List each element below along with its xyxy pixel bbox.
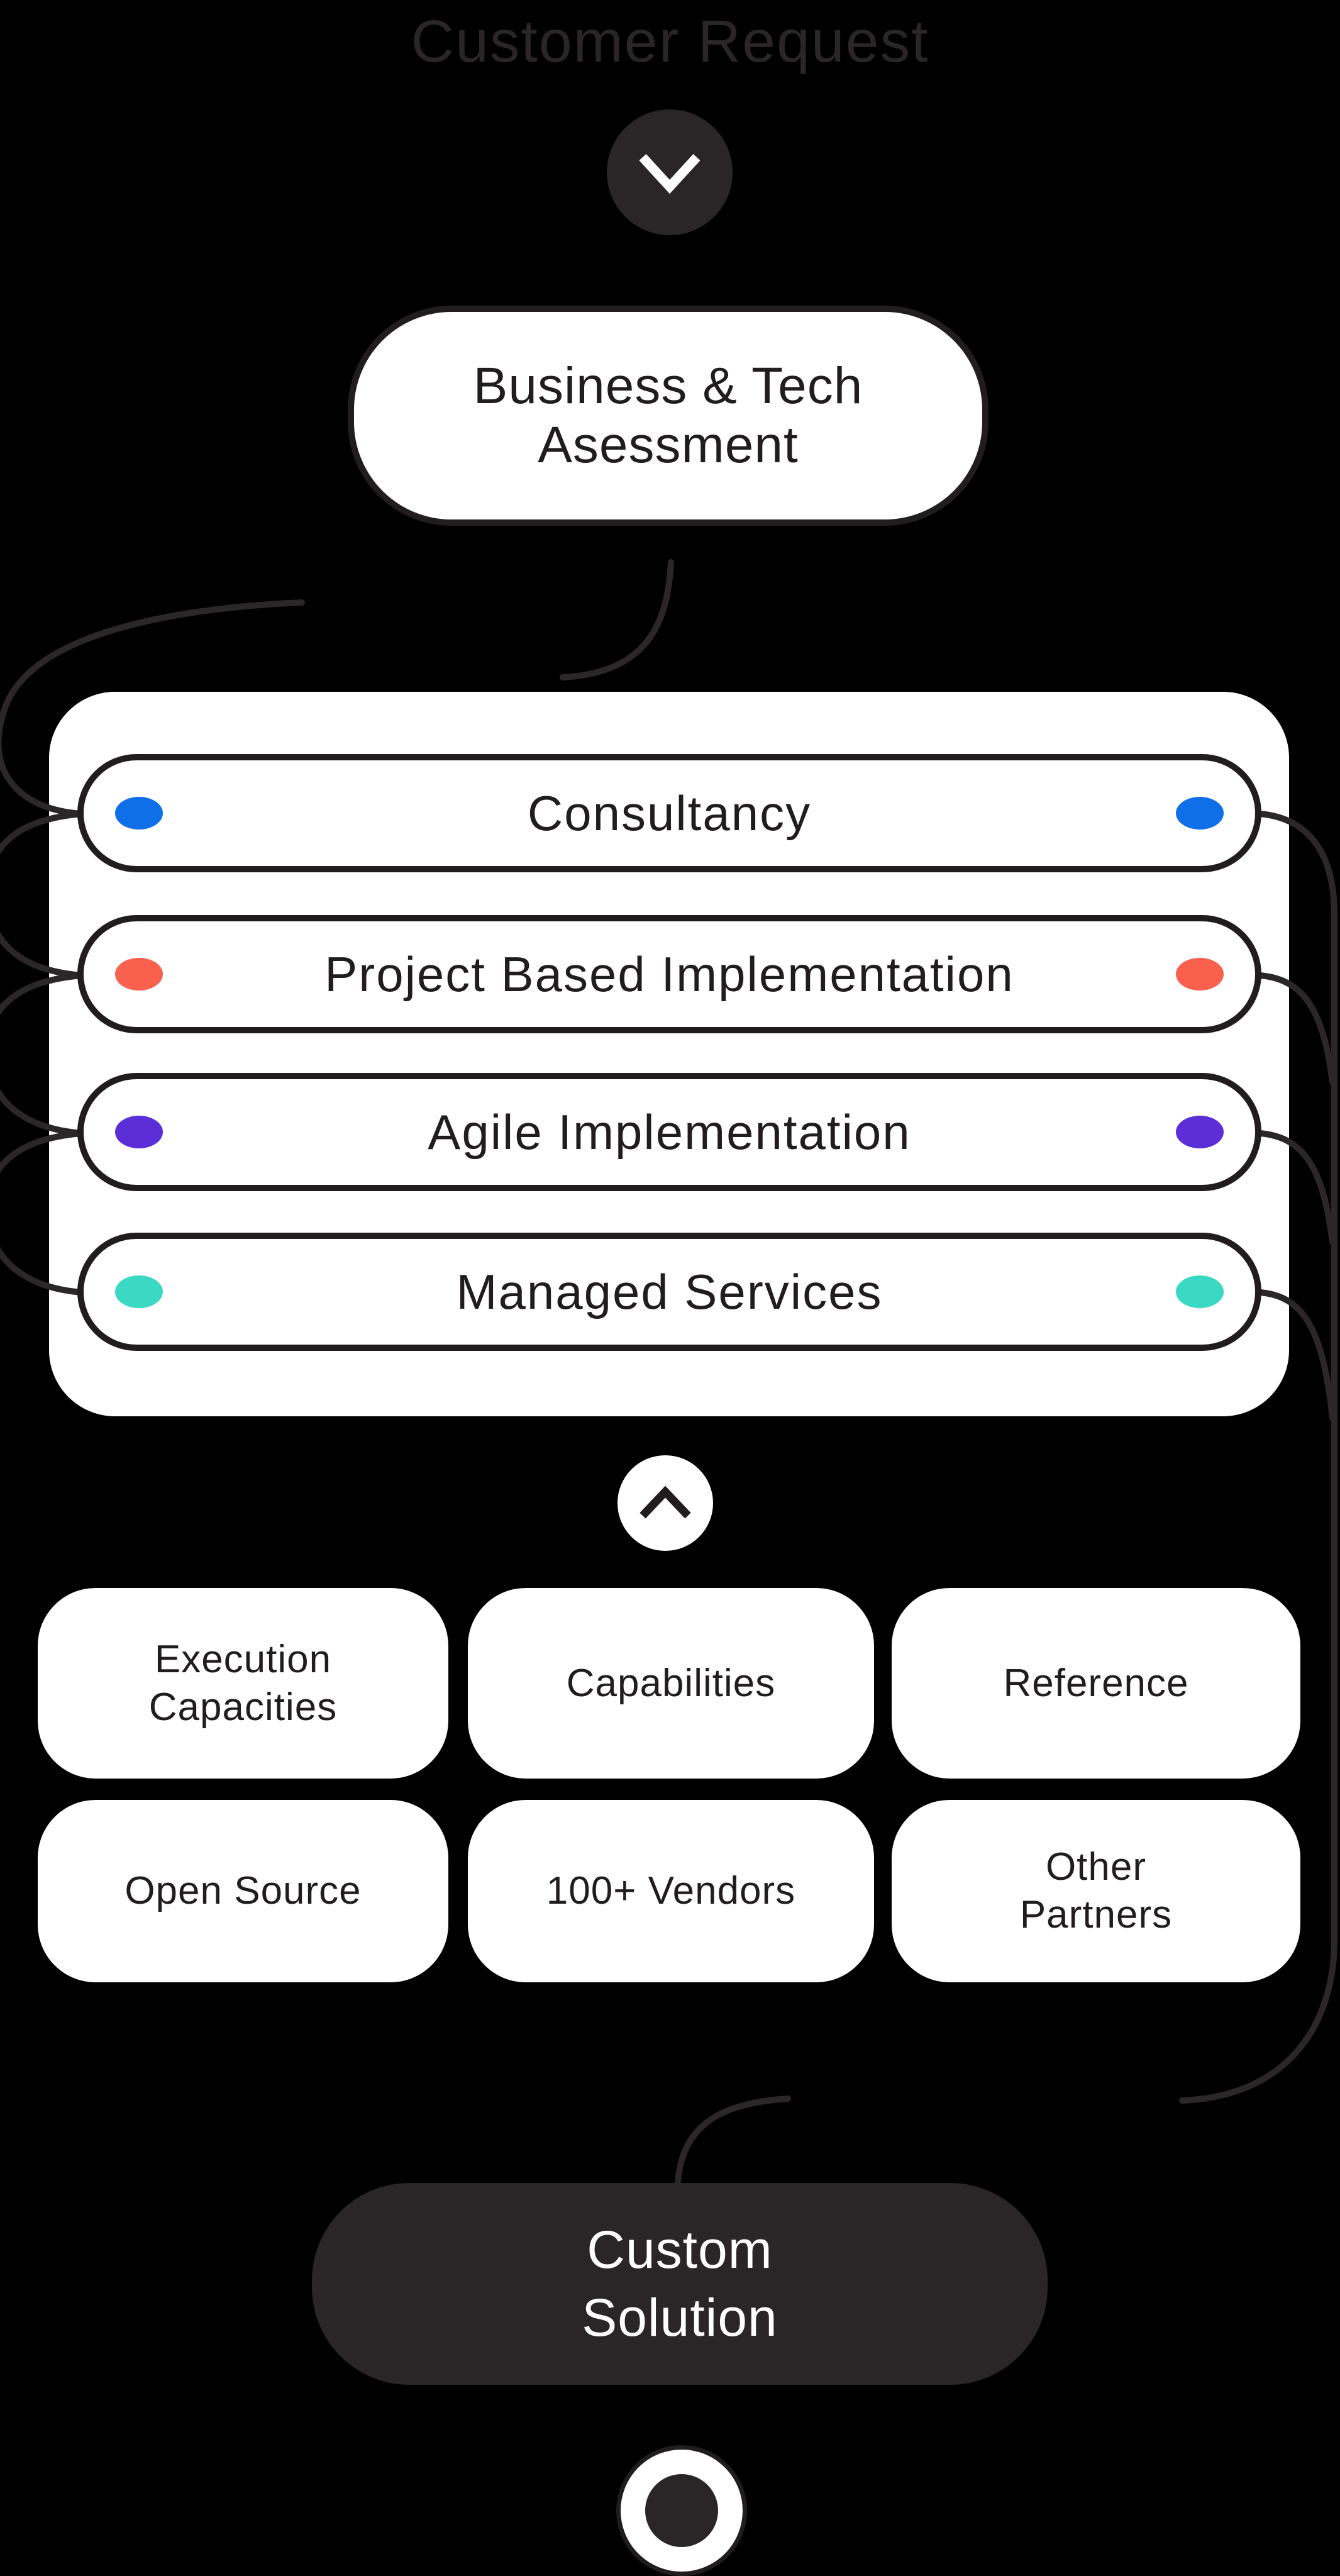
factor-pill-open-source: Open Source [38,1800,448,1982]
end-marker-dot [645,2474,718,2547]
connector-right-trunk [1179,811,1337,2104]
connector-assessment-out [560,559,674,680]
step-up-circle [617,1455,713,1551]
connector-left-arc-3 [0,972,86,1136]
connector-right-merge-4 [1257,1289,1336,1421]
service-dot-right [1176,958,1224,991]
connector-right-merge-2 [1257,972,1336,1085]
service-dot-left [115,958,163,991]
service-pill-managed: Managed Services [77,1233,1261,1351]
connector-left-arc-1 [0,599,305,817]
service-dot-right [1176,1116,1224,1148]
chevron-up-icon [640,1485,691,1519]
factor-pill-reference: Reference [892,1588,1300,1779]
factor-label: Open Source [125,1869,362,1913]
service-pill-project-based: Project Based Implementation [77,915,1261,1033]
service-pill-agile: Agile Implementation [77,1073,1261,1191]
factor-pill-other-partners: Other Partners [892,1800,1300,1982]
service-pill-consultancy: Consultancy [77,754,1261,872]
factor-label: Capabilities [566,1661,776,1705]
service-label: Project Based Implementation [324,946,1014,1002]
factor-pill-execution-capacities: Execution Capacities [38,1588,448,1779]
factor-pill-capabilities: Capabilities [468,1588,874,1779]
assessment-pill: Business & Tech Asessment [348,306,988,526]
service-label: Agile Implementation [428,1104,911,1160]
end-marker-circle [616,2445,747,2576]
solution-pill: Custom Solution [312,2183,1048,2385]
service-dot-right [1176,797,1224,830]
page-title: Customer Request [411,8,929,75]
service-dot-left [115,1275,163,1308]
step-down-circle [607,109,733,235]
factor-pill-100-vendors: 100+ Vendors [468,1800,874,1982]
chevron-down-icon [639,153,700,194]
solution-label: Custom Solution [582,2219,778,2347]
assessment-label: Business & Tech Asessment [473,357,863,474]
connector-right-merge-3 [1257,1130,1336,1245]
service-label: Managed Services [456,1263,883,1319]
service-dot-left [115,1116,163,1148]
connector-solution-in [675,2096,791,2185]
factor-label: Other Partners [1019,1845,1173,1936]
service-dot-left [115,797,163,830]
connector-left-arc-2 [0,811,86,979]
factor-label: Reference [1003,1661,1189,1705]
factor-label: Execution Capacities [148,1637,338,1729]
service-label: Consultancy [527,785,812,841]
connector-left-arc-4 [0,1130,86,1296]
factor-label: 100+ Vendors [546,1869,796,1913]
service-dot-right [1176,1275,1224,1308]
